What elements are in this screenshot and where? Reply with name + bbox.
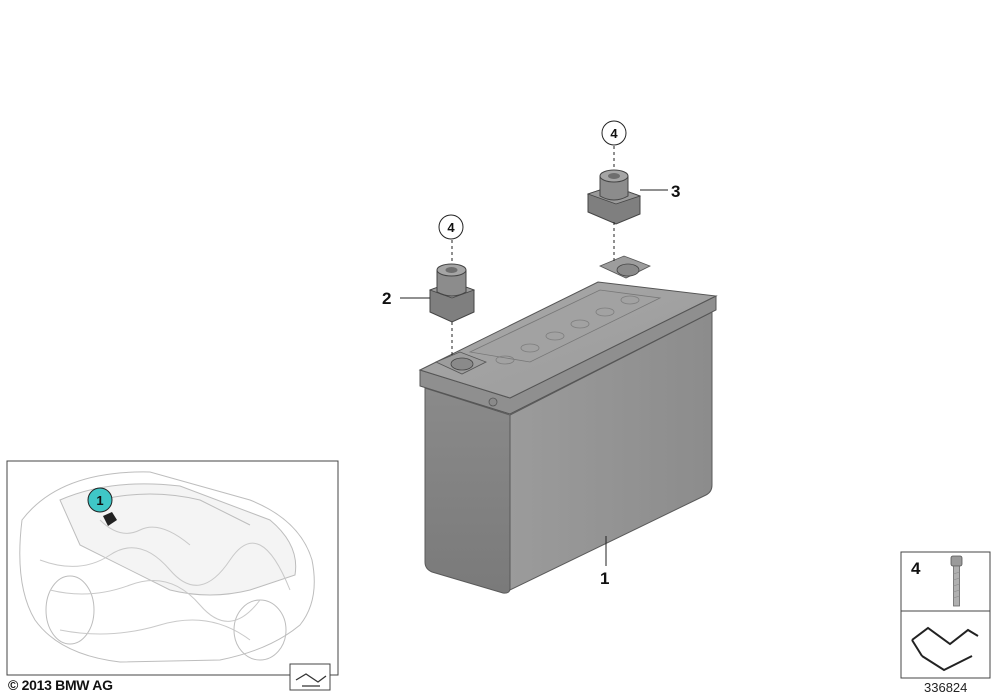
car-outline [19,471,315,663]
copyright-notice: © 2013 BMW AG [8,677,113,693]
battery-top-ridge [468,289,662,363]
callout-screw-left[interactable]: 4 [438,214,464,240]
screw-icon [950,555,963,607]
battery-side-face [509,311,713,591]
battery-indicator [488,397,498,407]
battery-location-marker [103,512,117,526]
diagram-number: 336824 [924,680,968,695]
battery-vent-caps [495,295,640,365]
legend-box: 4 [900,551,991,679]
callout-screw-left-label: 4 [447,220,455,235]
leader-lines [400,146,668,566]
callout-terminal-cover-left[interactable]: 2 [382,289,391,308]
callout-terminal-cover-right[interactable]: 3 [671,182,680,201]
callout-battery[interactable]: 1 [600,569,609,588]
inset-view-icon[interactable] [289,663,331,691]
battery-terminal-left [450,357,474,371]
terminal-cover-left[interactable] [428,263,476,323]
callout-screw-right[interactable]: 4 [601,120,627,146]
battery[interactable] [418,255,718,594]
callout-screw-right-label: 4 [610,126,618,141]
inset-marker-circle[interactable] [87,487,113,513]
battery-front-face [424,387,511,594]
legend-frame [900,551,991,679]
battery-terminal-right [616,263,640,277]
legend-item-number: 4 [911,559,921,578]
legend-view-icon[interactable] [911,626,979,672]
terminal-cover-right[interactable] [586,169,642,225]
vehicle-locator-inset: 1 [6,460,339,691]
inset-marker-label: 1 [96,493,103,508]
